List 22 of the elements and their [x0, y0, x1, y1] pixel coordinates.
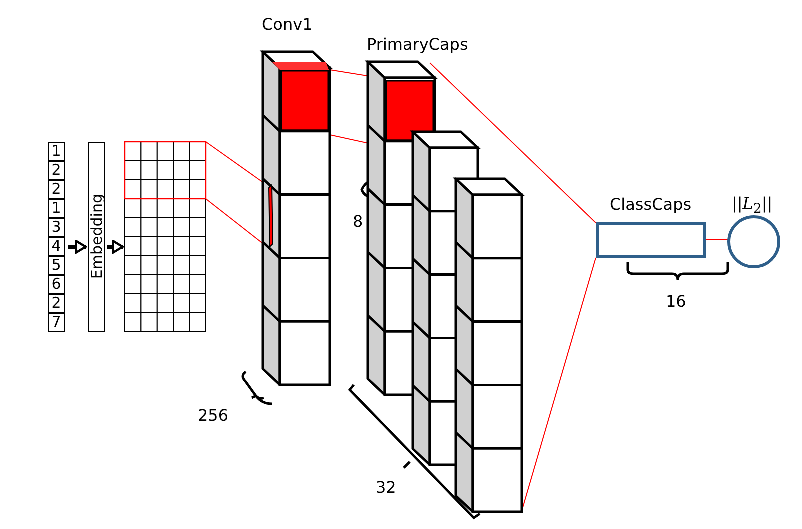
dimension-label: 8: [353, 212, 364, 231]
index-digit: 2: [48, 161, 65, 180]
index-digit: 3: [48, 218, 65, 237]
dimension-label: 16: [666, 292, 686, 311]
index-digit: 1: [48, 142, 65, 161]
layer-title: PrimaryCaps: [367, 35, 468, 54]
arrow: [68, 240, 88, 254]
index-digit: 2: [48, 180, 65, 199]
index-digit: 1: [48, 199, 65, 218]
index-digit: 2: [48, 294, 65, 313]
dimension-label: 32: [376, 478, 396, 497]
layer-title: ClassCaps: [610, 195, 692, 214]
arrow: [107, 240, 124, 254]
norm-label: ||L$_{2}$||: [732, 194, 773, 218]
connector-line: [430, 62, 596, 224]
index-digit: 5: [48, 256, 65, 275]
embedding-layer-box: Embedding: [88, 142, 105, 332]
layer-title: Conv1: [262, 15, 313, 34]
dimension-label: 256: [198, 406, 229, 425]
index-digit: 6: [48, 275, 65, 294]
index-digit: 4: [48, 237, 65, 256]
index-digit: 7: [48, 313, 65, 332]
